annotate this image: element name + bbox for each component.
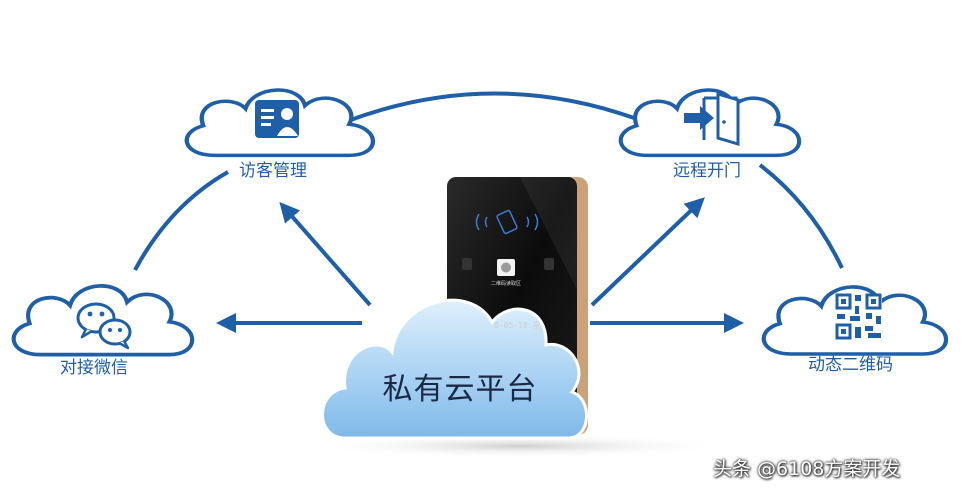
connector-arc-left [133, 170, 229, 271]
node-label-remote-door: 远程开门 [673, 161, 741, 181]
node-label-wechat: 对接微信 [60, 358, 128, 378]
connector-arc-top [344, 91, 646, 124]
device-date-readout: 9-05-18 星 [494, 321, 541, 330]
watermark-text: 头条 @6108方案开发 [713, 458, 901, 480]
remote-door-cloud [621, 90, 799, 155]
node-label-qr: 动态二维码 [808, 355, 893, 375]
connector-arc-right [758, 163, 844, 269]
wechat-icon [76, 302, 132, 350]
arrow-to-visitor [279, 201, 372, 307]
center-platform-label: 私有云平台 [382, 372, 538, 407]
arrow-to-remote-door [590, 197, 705, 307]
visitor-card-icon [255, 100, 299, 138]
private-cloud-platform [321, 298, 588, 440]
device-qr-area-label: 二维码读取区 [490, 281, 521, 287]
node-label-visitor: 访客管理 [239, 161, 307, 181]
qr-code-icon [835, 293, 882, 340]
door-enter-icon [684, 91, 740, 147]
nfc-reader-icon [475, 209, 539, 235]
